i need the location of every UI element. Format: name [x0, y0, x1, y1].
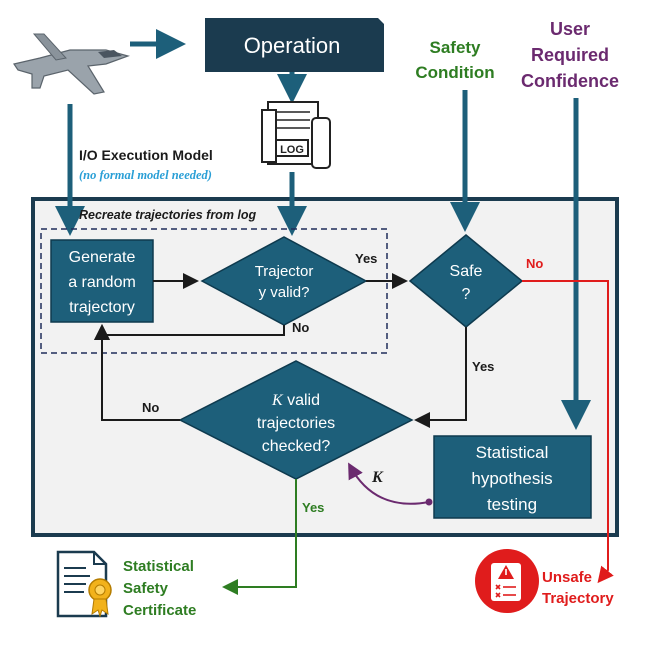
valid-line1: Trajector — [255, 263, 314, 280]
valid-yes-label: Yes — [355, 251, 377, 266]
log-icon-text: LOG — [280, 144, 304, 156]
k-line1: K valid — [271, 392, 320, 409]
hypothesis-line3: testing — [487, 495, 537, 514]
log-file-icon — [261, 101, 331, 169]
arrow-safe-no-to-unsafe — [522, 280, 614, 584]
safe-no-label: No — [526, 256, 543, 271]
user-confidence-line2: Required — [531, 45, 609, 65]
unsafe-line1: Unsafe — [542, 569, 592, 586]
arrow-safe-yes-to-k — [414, 327, 467, 428]
safe-yes-label: Yes — [472, 359, 494, 374]
safety-condition-line1: Safety — [429, 38, 481, 57]
operation-box — [205, 18, 384, 72]
operation-label: Operation — [244, 33, 341, 58]
k-valid-diamond — [178, 360, 414, 480]
fighter-jet-icon — [13, 33, 130, 95]
k-arrow-label: K — [371, 469, 384, 486]
generate-line1: Generate — [69, 249, 136, 266]
safety-condition-line2: Condition — [415, 63, 494, 82]
unsafe-line2: Trajectory — [542, 590, 614, 607]
k-no-label: No — [142, 400, 159, 415]
io-model-note: (no formal model needed) — [79, 168, 212, 182]
safe-line2: ? — [462, 286, 471, 303]
io-model-title: I/O Execution Model — [79, 147, 213, 163]
safe-line1: Safe — [450, 263, 483, 280]
k-line1-rest: valid — [283, 392, 320, 409]
arrow-k-no-to-generate — [94, 324, 180, 421]
certificate-line2: Safety — [123, 580, 169, 597]
recreate-label: Recreate trajectories from log — [79, 208, 257, 222]
k-line2: trajectories — [257, 415, 335, 432]
certificate-line3: Certificate — [123, 602, 196, 619]
valid-line2: y valid? — [259, 284, 310, 301]
k-line3: checked? — [262, 438, 331, 455]
valid-no-label: No — [292, 320, 309, 335]
arrow-k-yes-to-certificate — [222, 479, 297, 595]
certificate-line1: Statistical — [123, 558, 194, 575]
hypothesis-line2: hypothesis — [471, 469, 552, 488]
generate-line2: a random — [68, 274, 136, 291]
generate-line3: trajectory — [69, 299, 135, 316]
k-italic-letter: K — [271, 392, 284, 409]
hypothesis-line1: Statistical — [476, 443, 549, 462]
user-confidence-line1: User — [550, 19, 590, 39]
arrow-hypothesis-to-k — [348, 462, 430, 505]
certificate-icon — [56, 550, 112, 618]
unsafe-report-icon — [475, 549, 539, 613]
user-confidence-line3: Confidence — [521, 71, 619, 91]
k-yes-label: Yes — [302, 500, 324, 515]
recreate-dashed-box — [40, 228, 388, 354]
generate-box — [50, 239, 154, 323]
hypothesis-box — [433, 435, 592, 519]
